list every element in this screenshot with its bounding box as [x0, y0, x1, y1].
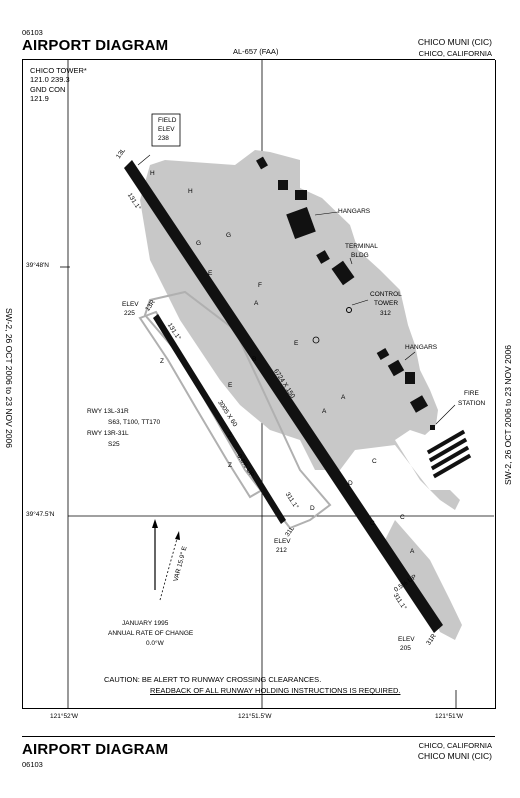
- hangar-row: [426, 429, 466, 455]
- fire-station: [430, 425, 435, 430]
- footer-airport-name: CHICO MUNI (CIC): [417, 751, 492, 761]
- taxiway-label: H: [188, 188, 193, 195]
- beacon-marker: [312, 336, 320, 344]
- doc-id: 06103: [22, 28, 43, 37]
- taxiway-label: C: [372, 458, 377, 465]
- building: [256, 156, 268, 170]
- taxiway-label: A: [341, 394, 346, 401]
- fire-station-label-2: STATION: [458, 400, 486, 407]
- apron-area-south: [385, 520, 462, 640]
- footer-doc-id: 06103: [22, 760, 43, 769]
- footer-location: CHICO, CALIFORNIA: [418, 741, 492, 750]
- taxiway-label: A: [322, 408, 327, 415]
- runway-13r-elev-label: ELEV: [122, 301, 139, 308]
- hangar-row: [428, 437, 468, 463]
- procedure-id: AL-657 (FAA): [233, 47, 279, 56]
- taxiway-label: E: [294, 340, 299, 347]
- longitude-left: 121°52'W: [50, 713, 79, 720]
- latitude-upper: 39°48'N: [26, 262, 49, 269]
- taxiway-label: B: [252, 356, 257, 363]
- building: [278, 180, 288, 190]
- terminal-label-2: BLDG: [351, 252, 369, 259]
- taxiway-label: E: [208, 270, 213, 277]
- longitude-right: 121°51'W: [435, 713, 464, 720]
- airport-location: CHICO, CALIFORNIA: [418, 49, 492, 58]
- ground-label: GND CON: [30, 85, 66, 94]
- footer-rule: [22, 736, 495, 738]
- apron-area: [140, 150, 460, 510]
- variation-rate-label: ANNUAL RATE OF CHANGE: [108, 630, 194, 637]
- header-rule: [22, 59, 495, 61]
- field-elev-value: 238: [158, 135, 169, 142]
- building: [409, 395, 429, 413]
- hangars-upper-label: HANGARS: [338, 208, 371, 215]
- runway-31l-elev-value: 212: [276, 547, 287, 554]
- tower-frequency: 121.0 239.3: [30, 75, 70, 84]
- building: [405, 372, 415, 384]
- caution-line-2: READBACK OF ALL RUNWAY HOLDING INSTRUCTI…: [150, 686, 401, 695]
- airport-name: CHICO MUNI (CIC): [417, 37, 492, 47]
- hangar-upper: [286, 207, 316, 239]
- taxiway-label: C: [370, 520, 375, 527]
- hangar-lower: [387, 359, 405, 377]
- runway-info-1: RWY 13L-31R: [87, 408, 129, 415]
- taxiway-label: F: [258, 282, 262, 289]
- runway-info-3: RWY 13R-31L: [87, 430, 129, 437]
- taxiway-label: A: [410, 548, 415, 555]
- magnetic-north-arrow: [159, 534, 179, 601]
- control-tower-elev: 312: [380, 310, 391, 317]
- field-elev-label-2: ELEV: [158, 126, 175, 133]
- footer-title: AIRPORT DIAGRAM: [22, 741, 169, 758]
- taxiway-label: D: [348, 480, 353, 487]
- building: [376, 348, 390, 360]
- taxiway-label: H: [150, 170, 155, 177]
- runway-13l-31r: [124, 160, 443, 633]
- latitude-lower: 39°47.5'N: [26, 511, 55, 518]
- building: [295, 190, 307, 200]
- taxiway-label: Z: [228, 462, 232, 469]
- taxiway-label: C: [400, 514, 405, 521]
- hangars-lower-label: HANGARS: [405, 344, 438, 351]
- hangar-row: [432, 453, 472, 479]
- control-tower-label-1: CONTROL: [370, 291, 402, 298]
- diagram-frame: [22, 60, 496, 709]
- longitude-mid: 121°51.5'W: [238, 713, 272, 720]
- building: [316, 250, 330, 264]
- ground-frequency: 121.9: [30, 94, 49, 103]
- taxiway-label: Z: [228, 432, 232, 439]
- field-elev-label-1: FIELD: [158, 117, 177, 124]
- fire-station-label-1: FIRE: [464, 390, 479, 397]
- taxiway-label: E: [228, 382, 233, 389]
- control-tower-label-2: TOWER: [374, 300, 399, 307]
- taxiway-label: D: [310, 505, 315, 512]
- runway-info-4: S25: [108, 441, 120, 448]
- terminal-building: [331, 260, 355, 286]
- runway-13r-elev-value: 225: [124, 310, 135, 317]
- variation-rate: 0.0°W: [146, 640, 164, 647]
- caution-line-1: CAUTION: BE ALERT TO RUNWAY CROSSING CLE…: [104, 675, 322, 684]
- runway-info-2: S63, T100, TT170: [108, 419, 161, 426]
- taxiway-label: G: [226, 232, 232, 239]
- runway-31r-elev-value: 205: [400, 645, 411, 652]
- field-elev-box: [151, 113, 181, 147]
- hangar-row: [430, 445, 470, 471]
- runway-31r-elev-label: ELEV: [398, 636, 415, 643]
- control-tower-marker: [346, 307, 352, 313]
- page-title: AIRPORT DIAGRAM: [22, 37, 169, 54]
- taxiway-label: Z: [160, 358, 164, 365]
- runway-31l-elev-label: ELEV: [274, 538, 291, 545]
- runway-13r-31l: [153, 314, 286, 524]
- terminal-label-1: TERMINAL: [345, 243, 378, 250]
- variation-date: JANUARY 1995: [122, 620, 169, 627]
- tower-label: CHICO TOWER*: [30, 66, 87, 75]
- taxiway-label: G: [196, 240, 202, 247]
- taxiway-label: A: [254, 300, 259, 307]
